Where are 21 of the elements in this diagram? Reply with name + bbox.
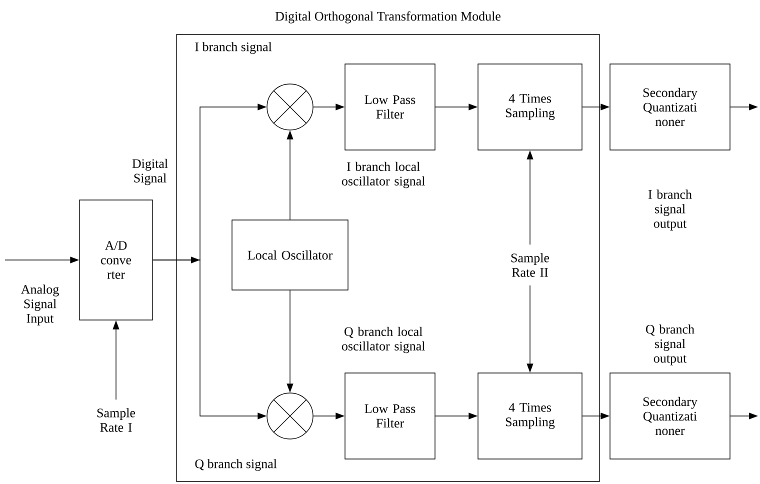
mixer-symbol (266, 392, 314, 440)
quantizer-box: Secondary Quantizati noner (610, 372, 730, 460)
sampler-box: 4 Times Sampling (478, 372, 582, 460)
output-label: I branch signal output (648, 190, 692, 230)
quantizer-box: Secondary Quantizati noner (610, 64, 730, 150)
filter-box: Low Pass Filter (344, 64, 436, 150)
oscillator-box: Local Oscillator (232, 220, 348, 290)
signal-label: Sample Rate II (511, 253, 550, 277)
branch-label: Q branch signal (195, 459, 277, 471)
edge-label: Q branch local oscillator signal (342, 326, 425, 354)
sampler-box: 4 Times Sampling (478, 64, 582, 150)
branch-label: I branch signal (195, 42, 272, 54)
mixer-symbol (266, 84, 314, 130)
edge-label: Digital Signal (132, 158, 168, 186)
module-title: Digital Orthogonal Transformation Module (275, 11, 501, 24)
edge-label: Analog Signal Input (21, 284, 59, 326)
output-label: Q branch signal output (646, 324, 694, 366)
edge-label: I branch local oscillator signal (342, 162, 425, 188)
filter-box: Low Pass Filter (344, 372, 436, 460)
converter-box: A/D conve rter (79, 200, 153, 320)
signal-label: Sample Rate I (97, 408, 136, 432)
